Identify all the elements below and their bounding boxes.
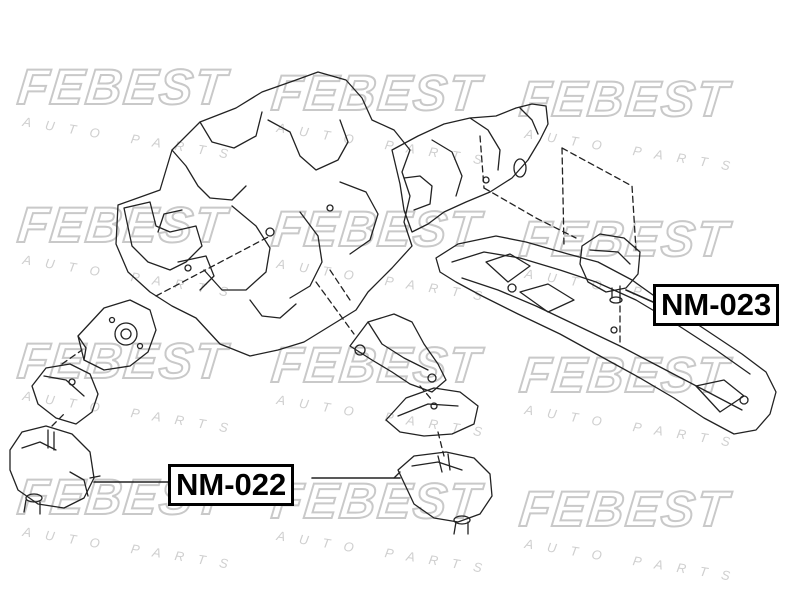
transmission [391,103,549,233]
left-mount-guides [51,235,271,427]
part-label-nm-023: NM-023 [653,284,780,326]
right-heat-shield [385,387,479,437]
rear-mount-nm-023 [579,233,641,304]
leader-lines [93,289,654,483]
left-heat-shield [31,363,99,425]
left-mount-bracket [77,299,157,371]
right-engine-mount [393,451,493,535]
rear-mount-guides [479,135,637,345]
crossmember [435,235,777,435]
engine-block [115,71,413,357]
right-mount-guides [315,269,445,457]
left-engine-mount-nm-022 [9,425,101,515]
right-mount-bracket [349,313,447,393]
part-label-nm-022: NM-022 [168,464,295,506]
